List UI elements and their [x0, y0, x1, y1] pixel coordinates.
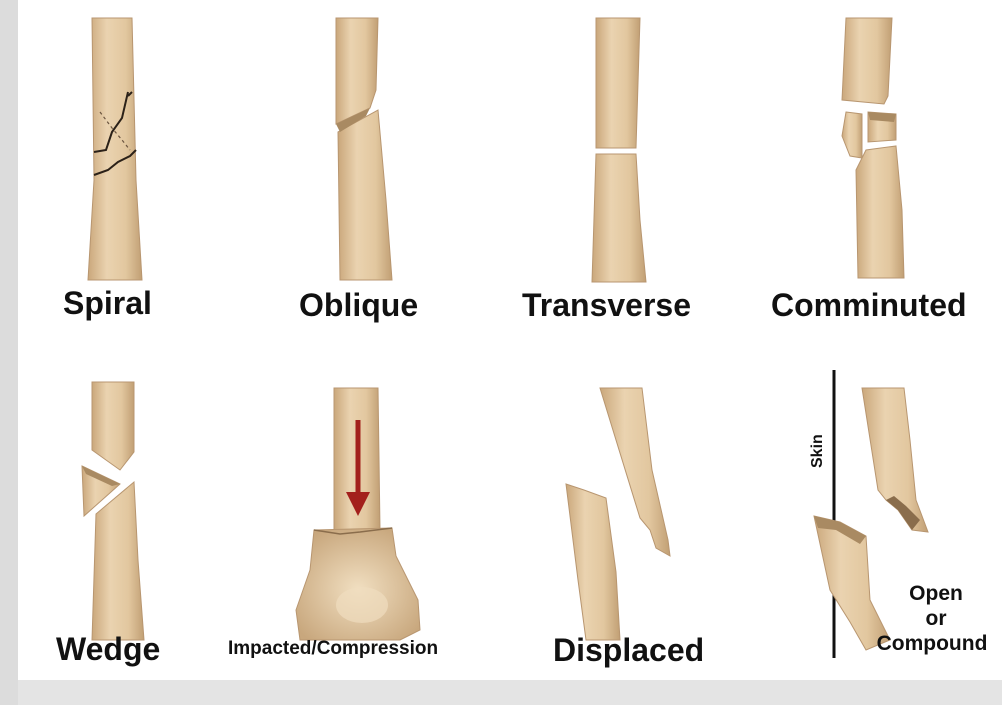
impacted-joint-end — [296, 528, 420, 640]
oblique-fracture-bone — [336, 18, 392, 280]
spiral-fracture-bone — [88, 18, 142, 280]
label-skin: Skin — [809, 434, 826, 468]
label-compound: Compound — [877, 632, 988, 655]
label-transverse: Transverse — [522, 287, 691, 323]
label-comminuted: Comminuted — [771, 287, 967, 323]
label-spiral: Spiral — [63, 285, 152, 321]
label-or: or — [926, 607, 947, 630]
label-impacted: Impacted/Compression — [228, 638, 438, 659]
comminuted-fracture-bone — [842, 18, 904, 278]
comminuted-fragment-left — [842, 112, 862, 158]
open-fracture-bone — [814, 370, 928, 658]
label-open: Open — [909, 582, 963, 605]
impacted-fracture-bone — [296, 388, 420, 640]
displaced-fracture-bone — [566, 388, 670, 640]
transverse-fracture-bone — [592, 18, 646, 282]
label-displaced: Displaced — [553, 632, 704, 668]
label-wedge: Wedge — [56, 631, 160, 667]
label-oblique: Oblique — [299, 287, 418, 323]
wedge-fracture-bone — [82, 382, 144, 640]
